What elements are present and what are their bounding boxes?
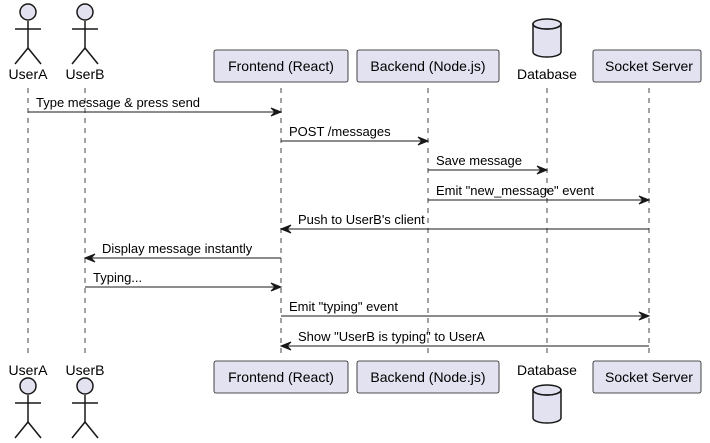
database-label-top: Database	[517, 66, 577, 82]
arrowhead-icon	[536, 165, 549, 175]
message-2: POST /messages	[281, 124, 430, 146]
message-1: Type message & press send	[28, 95, 283, 117]
message-4-label: Emit "new_message" event	[436, 183, 594, 198]
socket-participant-bottom: Socket Server	[592, 360, 702, 394]
arrowhead-icon	[638, 311, 651, 321]
frontend-label-bottom: Frontend (React)	[228, 369, 334, 385]
backend-participant-top: Backend (Node.js)	[356, 49, 500, 83]
message-7: Typing...	[85, 270, 283, 292]
message-3-label: Save message	[436, 153, 522, 168]
arrowhead-icon	[83, 253, 96, 263]
userA-bottom-actor-icon	[14, 377, 42, 439]
database-bottom-database-icon	[532, 384, 562, 424]
message-2-label: POST /messages	[289, 124, 391, 139]
message-9-label: Show "UserB is typing" to UserA	[298, 329, 485, 344]
arrowhead-icon	[270, 282, 283, 292]
arrowhead-icon	[417, 136, 430, 146]
backend-label-bottom: Backend (Node.js)	[370, 369, 485, 385]
userA-top-actor-icon	[14, 3, 42, 65]
message-8-label: Emit "typing" event	[289, 299, 398, 314]
frontend-participant-top: Frontend (React)	[213, 49, 349, 83]
message-4: Emit "new_message" event	[428, 183, 651, 205]
socket-label-bottom: Socket Server	[605, 369, 693, 385]
arrowhead-icon	[279, 224, 292, 234]
backend-label-top: Backend (Node.js)	[370, 58, 485, 74]
message-7-label: Typing...	[93, 270, 142, 285]
message-1-label: Type message & press send	[36, 95, 200, 110]
backend-participant-bottom: Backend (Node.js)	[356, 360, 500, 394]
userB-top-actor-icon	[71, 3, 99, 65]
arrowhead-icon	[279, 341, 292, 351]
userA-label-bottom: UserA	[9, 362, 49, 378]
database-top-database-icon	[532, 18, 562, 58]
message-9: Show "UserB is typing" to UserA	[279, 329, 649, 351]
userA-label-top: UserA	[9, 66, 49, 82]
message-5-label: Push to UserB's client	[298, 212, 425, 227]
arrowhead-icon	[270, 107, 283, 117]
message-6-label: Display message instantly	[102, 241, 253, 256]
socket-participant-top: Socket Server	[592, 49, 702, 83]
frontend-participant-bottom: Frontend (React)	[213, 360, 349, 394]
frontend-label-top: Frontend (React)	[228, 58, 334, 74]
message-3: Save message	[428, 153, 549, 175]
userB-bottom-actor-icon	[71, 377, 99, 439]
userB-label-top: UserB	[66, 66, 105, 82]
message-5: Push to UserB's client	[279, 212, 649, 234]
arrowhead-icon	[638, 195, 651, 205]
message-6: Display message instantly	[83, 241, 281, 263]
database-label-bottom: Database	[517, 362, 577, 378]
userB-label-bottom: UserB	[66, 362, 105, 378]
message-8: Emit "typing" event	[281, 299, 651, 321]
socket-label-top: Socket Server	[605, 58, 693, 74]
